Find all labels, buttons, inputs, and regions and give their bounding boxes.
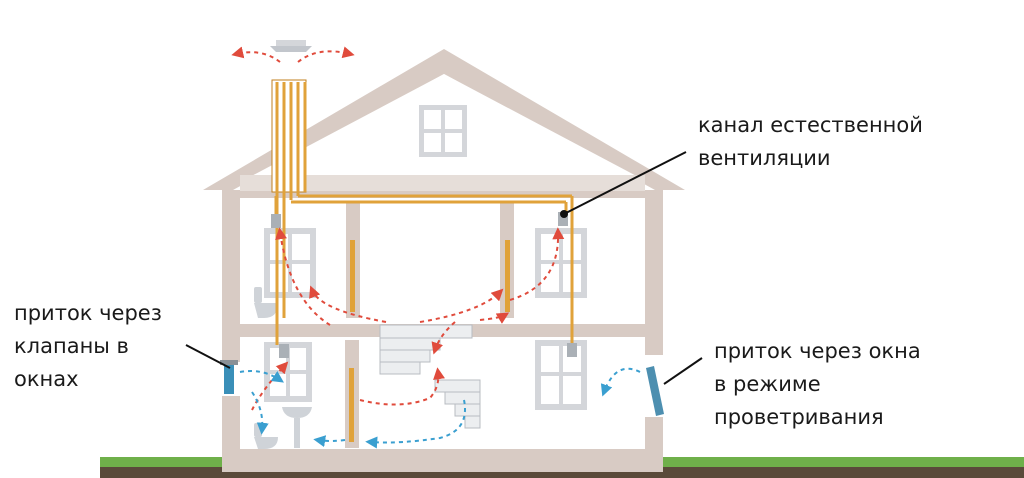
label-line: канал естественной [698,113,923,137]
partition-duct-stripe-1 [350,240,355,312]
sink-icon [282,407,312,448]
partition-duct-stripe-3 [349,368,354,442]
attic-window [419,105,467,157]
partition-duct-stripe-2 [505,240,510,312]
label-line: проветривания [714,405,884,429]
window-valve-icon [220,360,238,394]
eaves [240,175,645,191]
label-line: окнах [14,367,79,391]
grille-lower-right [567,343,577,357]
label-line: в режиме [714,372,821,396]
pointer-dot-natural-channel [560,210,568,218]
label-line: приток через [14,301,162,325]
window-lower-right [535,340,587,410]
window-upper-right [535,228,587,298]
chimney-cap [270,40,312,52]
grille-lower-left [279,344,289,358]
supply-airflow-arrows [239,367,641,449]
exhaust-ducts [271,79,574,345]
window-upper-left [264,228,316,298]
label-line: вентиляции [698,146,831,170]
exhaust-airflow-arrows [231,46,565,411]
label-line: приток через окна [714,339,921,363]
label-natural-ventilation-channel: канал естественной вентиляции [698,109,923,175]
toilet-upper-icon [254,287,278,318]
grille-upper-left [271,214,281,228]
pointer-line-valves [185,344,231,369]
pointer-line-natural-channel [563,151,687,215]
pointer-line-windows [663,357,703,385]
grille-upper-right [558,212,568,226]
open-window-sash-icon [646,366,664,416]
ground-soil [100,467,1024,478]
label-line: клапаны в [14,334,129,358]
label-inflow-through-windows: приток через окна в режиме проветривания [714,335,921,434]
label-inflow-through-valves: приток через клапаны в окнах [14,297,162,396]
